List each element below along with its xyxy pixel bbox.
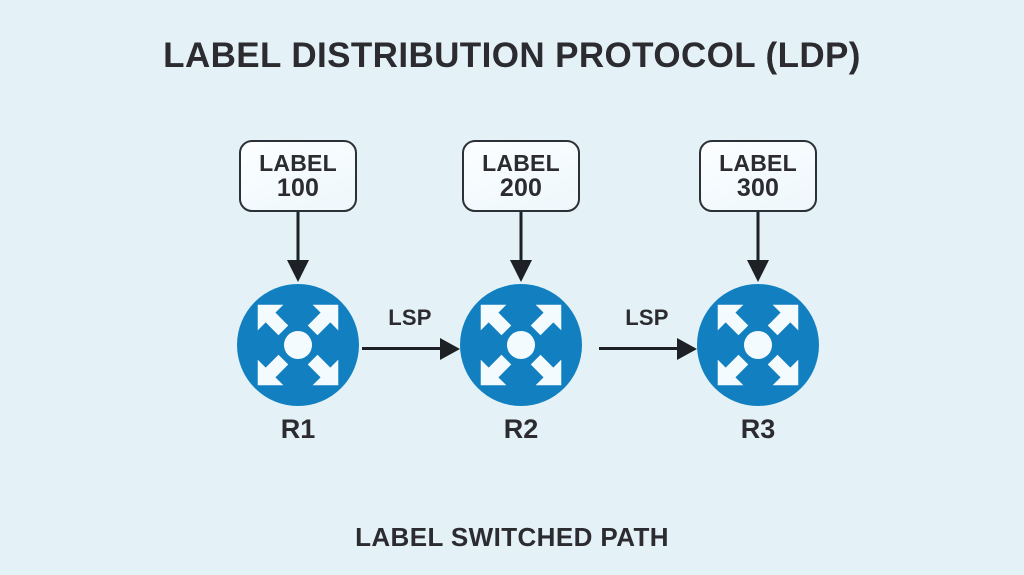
- router-icon: [460, 284, 582, 406]
- label-box-title: LABEL: [719, 149, 797, 176]
- arrow-shaft: [296, 212, 300, 264]
- label-box-value: 100: [276, 173, 320, 202]
- down-arrow-icon: [286, 212, 310, 284]
- node-group-r1: LABEL 100 R: [218, 140, 378, 445]
- label-box-200: LABEL 200: [462, 140, 580, 212]
- label-box-title: LABEL: [482, 149, 560, 176]
- page-title: LABEL DISTRIBUTION PROTOCOL (LDP): [163, 36, 861, 75]
- router-label-r3: R3: [740, 414, 776, 444]
- label-box-value: 200: [499, 173, 543, 202]
- right-arrow-icon: [440, 337, 460, 360]
- router-label-r1: R1: [280, 414, 316, 444]
- arrow-head: [747, 260, 769, 282]
- router-icon: [237, 284, 359, 406]
- link-shaft: [362, 347, 442, 350]
- label-box-100: LABEL 100: [239, 140, 357, 212]
- link-r1-r2: LSP: [360, 305, 460, 365]
- link-r2-r3: LSP: [597, 305, 697, 365]
- arrow-head: [287, 260, 309, 282]
- label-box-title: LABEL: [259, 149, 337, 176]
- link-label-lsp-2: LSP: [625, 305, 669, 330]
- router-icon: [697, 284, 819, 406]
- diagram-caption: LABEL SWITCHED PATH: [355, 522, 669, 552]
- arrow-shaft: [519, 212, 523, 264]
- link-shaft: [599, 347, 679, 350]
- label-box-value: 300: [736, 173, 780, 202]
- node-group-r3: LABEL 300 R3: [678, 140, 838, 445]
- node-group-r2: LABEL 200 R2: [441, 140, 601, 445]
- down-arrow-icon: [509, 212, 533, 284]
- arrow-shaft: [756, 212, 760, 264]
- label-box-300: LABEL 300: [699, 140, 817, 212]
- right-arrow-icon: [677, 337, 697, 360]
- router-label-r2: R2: [503, 414, 539, 444]
- down-arrow-icon: [746, 212, 770, 284]
- link-label-lsp-1: LSP: [388, 305, 432, 330]
- arrow-head: [510, 260, 532, 282]
